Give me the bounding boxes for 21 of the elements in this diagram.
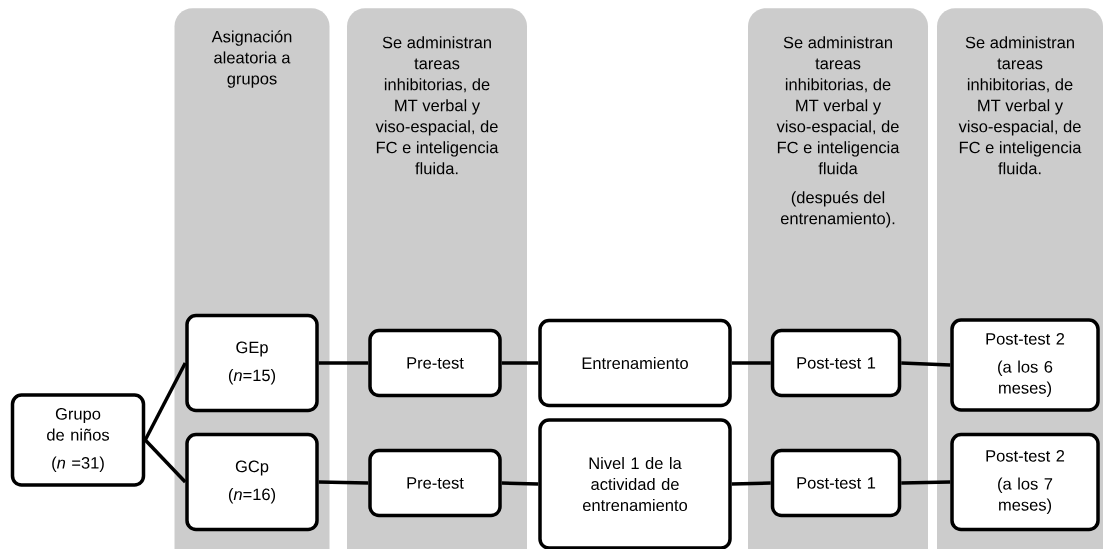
connector-line bbox=[901, 361, 951, 367]
process-box: Post-test 1 bbox=[770, 328, 902, 398]
process-box: Entrenamiento bbox=[538, 318, 732, 408]
process-box: GEp (n=15) bbox=[185, 313, 319, 413]
connector-line bbox=[144, 438, 187, 484]
connector-line bbox=[901, 480, 951, 485]
connector-line bbox=[501, 481, 539, 486]
process-box: Post-test 2 (a los 7 meses) bbox=[950, 432, 1100, 532]
connector-line bbox=[731, 361, 771, 365]
connector-line bbox=[318, 480, 369, 485]
process-box: Post-test 1 bbox=[770, 448, 902, 518]
process-box: Grupo de niños (n =31) bbox=[10, 393, 146, 487]
connector-line bbox=[501, 361, 539, 365]
connector-line bbox=[143, 362, 187, 441]
connector-line bbox=[318, 361, 369, 365]
process-box: Post-test 2 (a los 6 meses) bbox=[950, 318, 1100, 412]
process-box: Pre-test bbox=[368, 448, 502, 518]
connector-line bbox=[731, 481, 771, 486]
process-box: Nivel 1 de la actividad de entrenamiento bbox=[538, 418, 732, 549]
process-box: Pre-test bbox=[368, 328, 502, 398]
process-box: GCp (n=16) bbox=[185, 432, 319, 532]
